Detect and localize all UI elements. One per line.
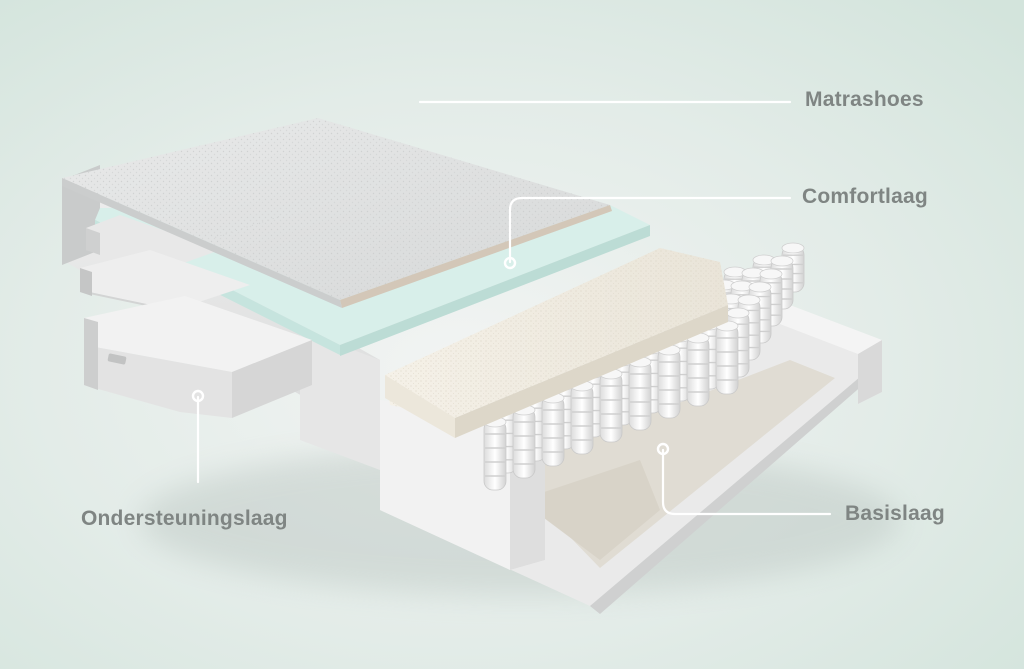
- base-recess-floor: [520, 460, 660, 560]
- support-foam-top-texture: [385, 248, 728, 418]
- spring-pocket: [686, 332, 710, 407]
- callout-line-base: [661, 448, 832, 516]
- spring-pocket: [483, 416, 507, 491]
- support-slabs: [80, 215, 312, 418]
- comfort-foam-right: [340, 225, 650, 356]
- callout-dot-support: [191, 389, 205, 403]
- spring-pocket: [628, 356, 652, 431]
- base-tray-side: [590, 360, 880, 614]
- spring-pocket: [570, 380, 594, 455]
- front-block: [300, 330, 380, 470]
- callout-lines: [196, 100, 832, 516]
- spring-pocket: [512, 404, 536, 479]
- cover-edge: [340, 205, 612, 308]
- label-ondersteuningslaag: Ondersteuningslaag: [81, 507, 288, 530]
- support-foam-front: [385, 375, 455, 438]
- cover-top-knit: [62, 118, 610, 300]
- callout-dot-comfort: [503, 256, 517, 270]
- callout-line-comfort: [508, 196, 792, 264]
- cover-left-edge: [62, 178, 342, 308]
- spring-pocket: [541, 392, 565, 467]
- spring-pocket: [599, 368, 623, 443]
- label-comfortlaag: Comfortlaag: [802, 185, 928, 208]
- label-basislaag: Basislaag: [845, 502, 945, 525]
- support-foam-right: [455, 305, 728, 438]
- callout-dots: [191, 256, 670, 456]
- front-rail-face: [510, 455, 545, 570]
- callout-dot-base: [656, 442, 670, 456]
- tray-back-rail-face: [858, 340, 882, 404]
- spring-pocket: [657, 344, 681, 419]
- label-matrashoes: Matrashoes: [805, 88, 924, 111]
- spring-pocket: [715, 320, 739, 395]
